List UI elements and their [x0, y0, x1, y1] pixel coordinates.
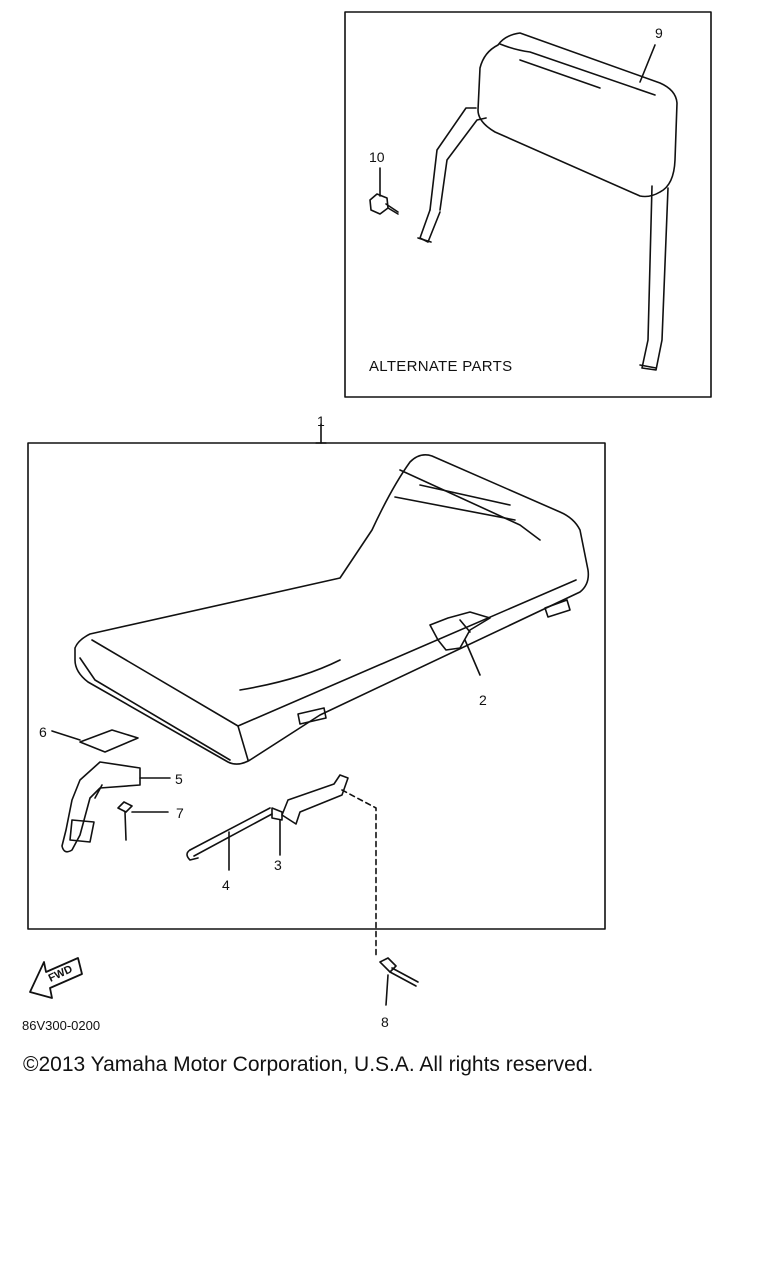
callout-2: 2	[479, 692, 487, 708]
copyright-notice: ©2013 Yamaha Motor Corporation, U.S.A. A…	[23, 1053, 594, 1076]
seat-part-1	[74, 454, 590, 765]
backrest-part-9	[417, 32, 678, 371]
callout-9: 9	[655, 25, 663, 41]
bolt-part-10	[369, 193, 399, 215]
rod-part-4	[186, 807, 273, 871]
plate-part-6	[51, 729, 139, 753]
callout-4: 4	[222, 877, 230, 893]
callout-7: 7	[176, 805, 184, 821]
rivet-part-7	[117, 801, 169, 841]
seat-assembly-box	[27, 442, 606, 930]
callout-10: 10	[369, 149, 385, 165]
latch-part-3	[271, 774, 349, 856]
hook-part-2	[429, 611, 491, 676]
alternate-parts-title: ALTERNATE PARTS	[369, 358, 513, 375]
callout-3: 3	[274, 857, 282, 873]
alternate-parts-box	[344, 11, 712, 398]
callout-1: 1	[317, 413, 325, 429]
bracket-part-5	[61, 761, 171, 853]
fwd-arrow-icon	[29, 957, 83, 999]
figure-code: 86V300-0200	[22, 1018, 101, 1033]
callout-8: 8	[381, 1014, 389, 1030]
callout-6: 6	[39, 724, 47, 740]
screw-part-8	[379, 957, 419, 1006]
callout-5: 5	[175, 771, 183, 787]
